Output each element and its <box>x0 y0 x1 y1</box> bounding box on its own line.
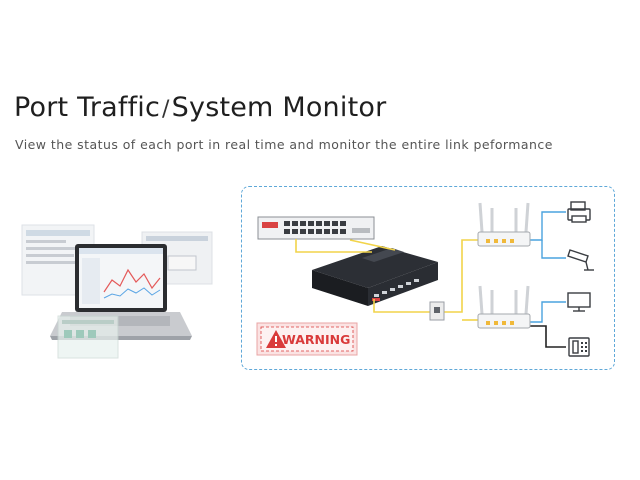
wall-port-icon <box>429 301 445 321</box>
page-title: Port Traffic/System Monitor <box>14 92 386 123</box>
title-separator: / <box>162 97 170 122</box>
network-links <box>295 211 566 348</box>
title-port-traffic: Port Traffic <box>14 92 161 123</box>
phone-icon <box>568 337 590 357</box>
laptop-icon <box>21 224 213 359</box>
title-system-monitor: System Monitor <box>171 92 387 123</box>
router-icon-2 <box>477 285 531 329</box>
page-subtitle: View the status of each port in real tim… <box>15 137 553 152</box>
warning-label: WARNING <box>282 332 350 347</box>
switch-icon <box>257 216 375 240</box>
monitor-icon <box>567 292 591 312</box>
core-switch-icon <box>312 246 438 306</box>
network-diagram-frame <box>241 186 615 370</box>
warning-icon <box>266 330 286 348</box>
camera-icon <box>567 249 594 271</box>
printer-icon <box>567 201 591 223</box>
warning-badge: WARNING <box>256 322 358 356</box>
router-icon <box>477 202 531 247</box>
